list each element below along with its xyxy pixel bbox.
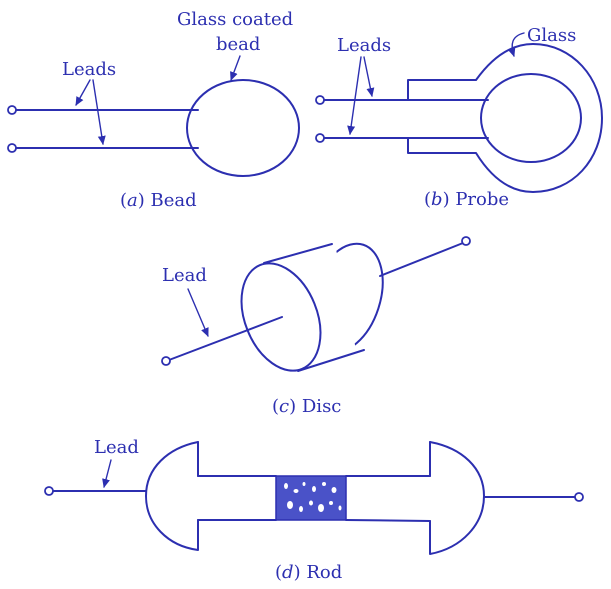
probe-terminal-bottom [315,133,325,143]
rod-right-cap [429,441,485,555]
disc-lead-label: Lead [162,265,207,286]
rod-caption: (d) Rod [275,562,342,583]
probe-leads-label: Leads [337,35,391,56]
probe-glass-label: Glass [527,25,576,46]
probe-leads-pointer-bottom [347,56,362,135]
probe-leads-pointer-top [363,56,375,97]
disc-lead-pointer [187,288,209,337]
probe-glass-pointer [507,32,525,57]
disc-terminal-left [161,356,171,366]
bead-terminal-top [7,105,17,115]
disc-lead-left [168,316,283,361]
rod-sensing-core [275,475,347,521]
probe-thermistor: Leads Glass (b) Probe [315,25,603,210]
rod-terminal-right [574,492,584,502]
bead-glass-label-line1: Glass coated [177,9,293,30]
bead-terminal-bottom [7,143,17,153]
disc-side-top [263,243,333,264]
rod-thermistor: Lead (d) Rod [44,437,584,583]
disc-lead-right [379,242,464,277]
rod-body-bottom [197,519,431,522]
bead-leads-label: Leads [62,59,116,80]
bead-caption: (a) Bead [120,190,197,211]
disc-terminal-right [461,236,471,246]
disc-side-bottom [297,349,365,372]
rod-lead-pointer [102,459,112,488]
disc-thermistor: Lead (c) Disc [161,236,471,417]
bead-glass-label-line2: bead [216,34,260,55]
rod-lead-label: Lead [94,437,139,458]
bead-thermistor: Leads Glass coated bead (a) Bead [7,9,300,211]
bead-glass-pointer [230,55,241,81]
bead-leads-pointer-bottom [92,79,106,145]
probe-glass-envelope [407,43,603,193]
disc-caption: (c) Disc [272,396,341,417]
rod-left-cap [145,441,199,551]
bead-leads-pointer-top [75,79,91,106]
probe-caption: (b) Probe [424,189,509,210]
probe-inner-bead [480,73,582,163]
glass-coated-bead [186,79,300,177]
probe-terminal-top [315,95,325,105]
rod-core-texture [284,482,342,512]
rod-terminal-left [44,486,54,496]
